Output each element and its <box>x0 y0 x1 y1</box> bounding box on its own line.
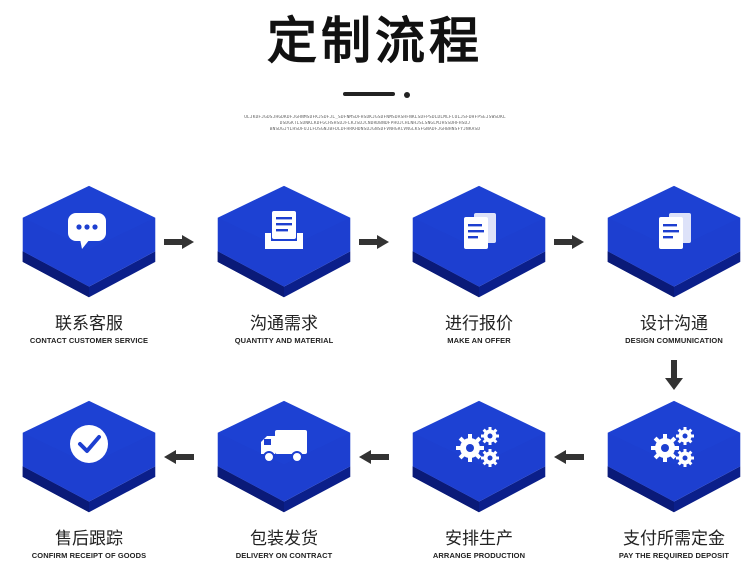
step-confirm-receipt: 售后跟踪 CONFIRM RECEIPT OF GOODS <box>4 400 174 560</box>
step-title: 包装发货 <box>250 529 318 549</box>
document-tray-icon <box>265 211 303 249</box>
step-subtitle: DESIGN COMMUNICATION <box>625 336 723 345</box>
gears-icon <box>651 427 694 467</box>
documents-icon <box>464 213 496 249</box>
step-subtitle: MAKE AN OFFER <box>447 336 511 345</box>
step-title: 联系客服 <box>55 314 123 334</box>
step-design-communication: 设计沟通 DESIGN COMMUNICATION <box>589 185 750 345</box>
decorative-text-line: ULJKDFJGDSJHGDKDFJGHNMSDFKJSDFJL_SDFNMSD… <box>244 115 506 120</box>
step-title: 售后跟踪 <box>55 529 123 549</box>
step-pay-deposit: 支付所需定金 PAY THE REQUIRED DEPOSIT <box>589 400 750 560</box>
truck-icon <box>261 430 307 463</box>
step-contact-customer-service: 联系客服 CONTACT CUSTOMER SERVICE <box>4 185 174 345</box>
gears-icon <box>456 427 499 467</box>
step-subtitle: CONTACT CUSTOMER SERVICE <box>29 336 149 345</box>
step-subtitle: ARRANGE PRODUCTION <box>432 551 526 560</box>
step-title: 安排生产 <box>445 529 513 549</box>
title-underline-dot <box>404 92 410 98</box>
step-title: 沟通需求 <box>250 314 318 334</box>
arrow-left-icon <box>359 450 389 464</box>
page-title: 定制流程 <box>267 12 483 70</box>
arrow-right-icon <box>554 235 584 249</box>
step-make-an-offer: 进行报价 MAKE AN OFFER <box>394 185 564 345</box>
step-subtitle: PAY THE REQUIRED DEPOSIT <box>618 551 730 560</box>
chat-bubble-icon <box>68 213 106 249</box>
step-arrange-production: 安排生产 ARRANGE PRODUCTION <box>394 400 564 560</box>
step-title: 进行报价 <box>445 314 513 334</box>
arrow-down-icon <box>665 360 683 390</box>
documents-icon <box>659 213 691 249</box>
step-subtitle: QUANTITY AND MATERIAL <box>234 336 334 345</box>
step-title: 支付所需定金 <box>623 529 725 549</box>
arrow-right-icon <box>164 235 194 249</box>
step-title: 设计沟通 <box>640 314 708 334</box>
step-subtitle: DELIVERY ON CONTRACT <box>235 551 333 560</box>
arrow-right-icon <box>359 235 389 249</box>
arrow-left-icon <box>554 450 584 464</box>
checkmark-icon <box>70 425 108 463</box>
arrow-left-icon <box>164 450 194 464</box>
title-underline <box>343 92 395 96</box>
decorative-text-line: DSDGKTLSDNKLKDFGCHSHSDJFLKJSDJCNDRDBNDFP… <box>279 121 471 126</box>
step-subtitle: CONFIRM RECEIPT OF GOODS <box>31 551 147 560</box>
step-delivery-on-contract: 包装发货 DELIVERY ON CONTRACT <box>199 400 369 560</box>
step-quantity-and-material: 沟通需求 QUANTITY AND MATERIAL <box>199 185 369 345</box>
decorative-text-line: BNSDGJYLHSDFUJLFDSGNJBFDLDFHRKHDNSDJGNSD… <box>269 127 481 132</box>
